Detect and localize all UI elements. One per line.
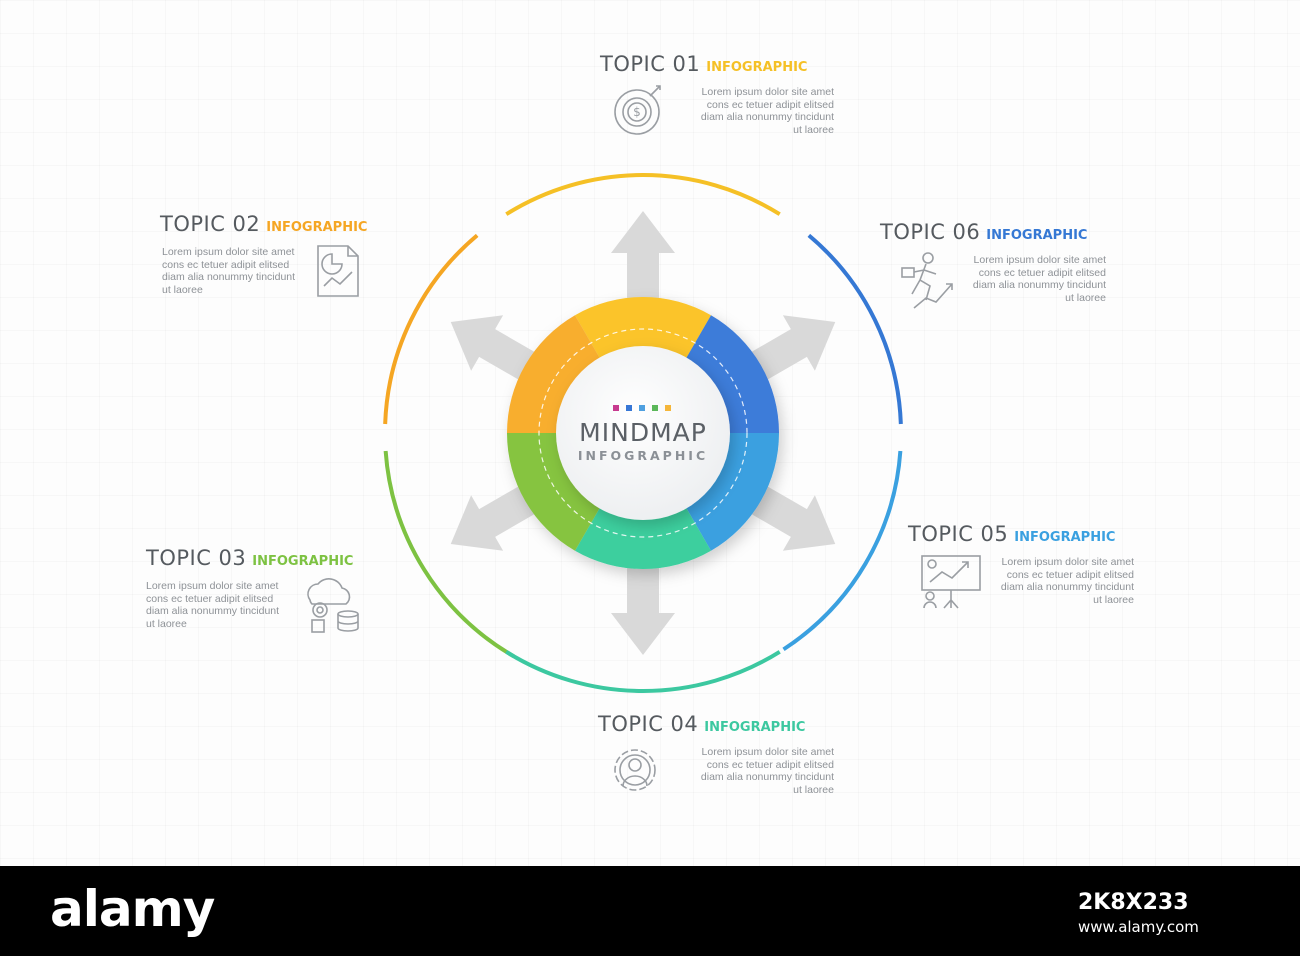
ring-segment-upper-right (686, 315, 779, 433)
topic-04-title: TOPIC 04 (598, 712, 699, 736)
center-subtitle: INFOGRAPHIC (578, 448, 708, 463)
ring-segment-lower-right (686, 433, 779, 551)
topic-04: TOPIC 04 INFOGRAPHIC Lorem ipsum dolor si… (598, 712, 898, 812)
person-gear-icon (608, 742, 666, 800)
topic-04-subtitle: INFOGRAPHIC (704, 720, 806, 735)
center-dot (665, 405, 671, 411)
topic-05-subtitle: INFOGRAPHIC (1014, 530, 1116, 545)
topic-05: TOPIC 05 INFOGRAPHIC Lorem ipsum dolor si… (908, 522, 1208, 622)
stock-footer: alamy 2K8X233 www.alamy.com (0, 866, 1300, 956)
topic-01: TOPIC 01 INFOGRAPHIC $ Lorem ipsum dolor … (600, 52, 900, 152)
center-color-dots (613, 405, 671, 411)
topic-02-description: Lorem ipsum dolor site amet cons ec tetu… (162, 246, 296, 296)
topic-01-title: TOPIC 01 (600, 52, 701, 76)
center-dot (613, 405, 619, 411)
topic-04-description: Lorem ipsum dolor site amet cons ec tetu… (700, 746, 834, 796)
topic-06-title: TOPIC 06 (880, 220, 981, 244)
svg-text:$: $ (633, 105, 641, 119)
topic-01-description: Lorem ipsum dolor site amet cons ec tetu… (700, 86, 834, 136)
businessman-growth-icon (890, 250, 953, 309)
cloud-database-icon (296, 576, 359, 634)
outer-arc-topic-01 (505, 173, 781, 216)
topic-05-description: Lorem ipsum dolor site amet cons ec tetu… (1000, 556, 1134, 606)
topic-02-title: TOPIC 02 (160, 212, 261, 236)
outer-ring (383, 173, 903, 693)
ring-segment-bottom (575, 507, 711, 570)
topic-05-title: TOPIC 05 (908, 522, 1009, 546)
topic-01-subtitle: INFOGRAPHIC (706, 60, 808, 75)
center-title: MINDMAP (579, 418, 707, 447)
topic-06-description: Lorem ipsum dolor site amet cons ec tetu… (972, 254, 1106, 304)
infographic-canvas: MINDMAP INFOGRAPHIC TOPIC 01 INFOGRAPHIC … (0, 0, 1300, 866)
topic-02-subtitle: INFOGRAPHIC (266, 220, 368, 235)
topic-03: TOPIC 03 INFOGRAPHIC Lorem ipsum dolor si… (146, 546, 446, 646)
center-dot (639, 405, 645, 411)
center-dot (626, 405, 632, 411)
ring-segment-top (575, 297, 711, 359)
topic-02: TOPIC 02 INFOGRAPHIC Lorem ipsum dolor si… (160, 212, 460, 312)
alamy-logo: alamy (50, 880, 215, 938)
topic-03-title: TOPIC 03 (146, 546, 247, 570)
outer-arc-topic-06 (807, 233, 903, 425)
image-id: 2K8X233 (1078, 890, 1189, 915)
outer-arc-topic-03 (383, 450, 516, 659)
center-circle (556, 346, 730, 520)
topic-06-subtitle: INFOGRAPHIC (986, 228, 1088, 243)
outer-arc-topic-02 (383, 233, 479, 425)
mindmap-diagram: MINDMAP INFOGRAPHIC (383, 173, 903, 693)
topic-03-subtitle: INFOGRAPHIC (252, 554, 354, 569)
ring-segment-lower-left (507, 433, 600, 551)
center-dot (652, 405, 658, 411)
outer-arc-topic-04 (505, 650, 781, 693)
site-url: www.alamy.com (1078, 918, 1199, 936)
ring-segment-upper-left (507, 315, 600, 433)
topic-06: TOPIC 06 INFOGRAPHIC Lorem ipsum dolor si… (880, 220, 1180, 320)
dollar-target-icon: $ (610, 82, 668, 140)
report-chart-icon (310, 242, 368, 300)
ring-dashed-line (538, 328, 748, 538)
outer-arc-topic-05 (782, 450, 903, 652)
topic-03-description: Lorem ipsum dolor site amet cons ec tetu… (146, 580, 280, 630)
presentation-board-icon (918, 552, 981, 610)
center-ring (507, 297, 779, 570)
